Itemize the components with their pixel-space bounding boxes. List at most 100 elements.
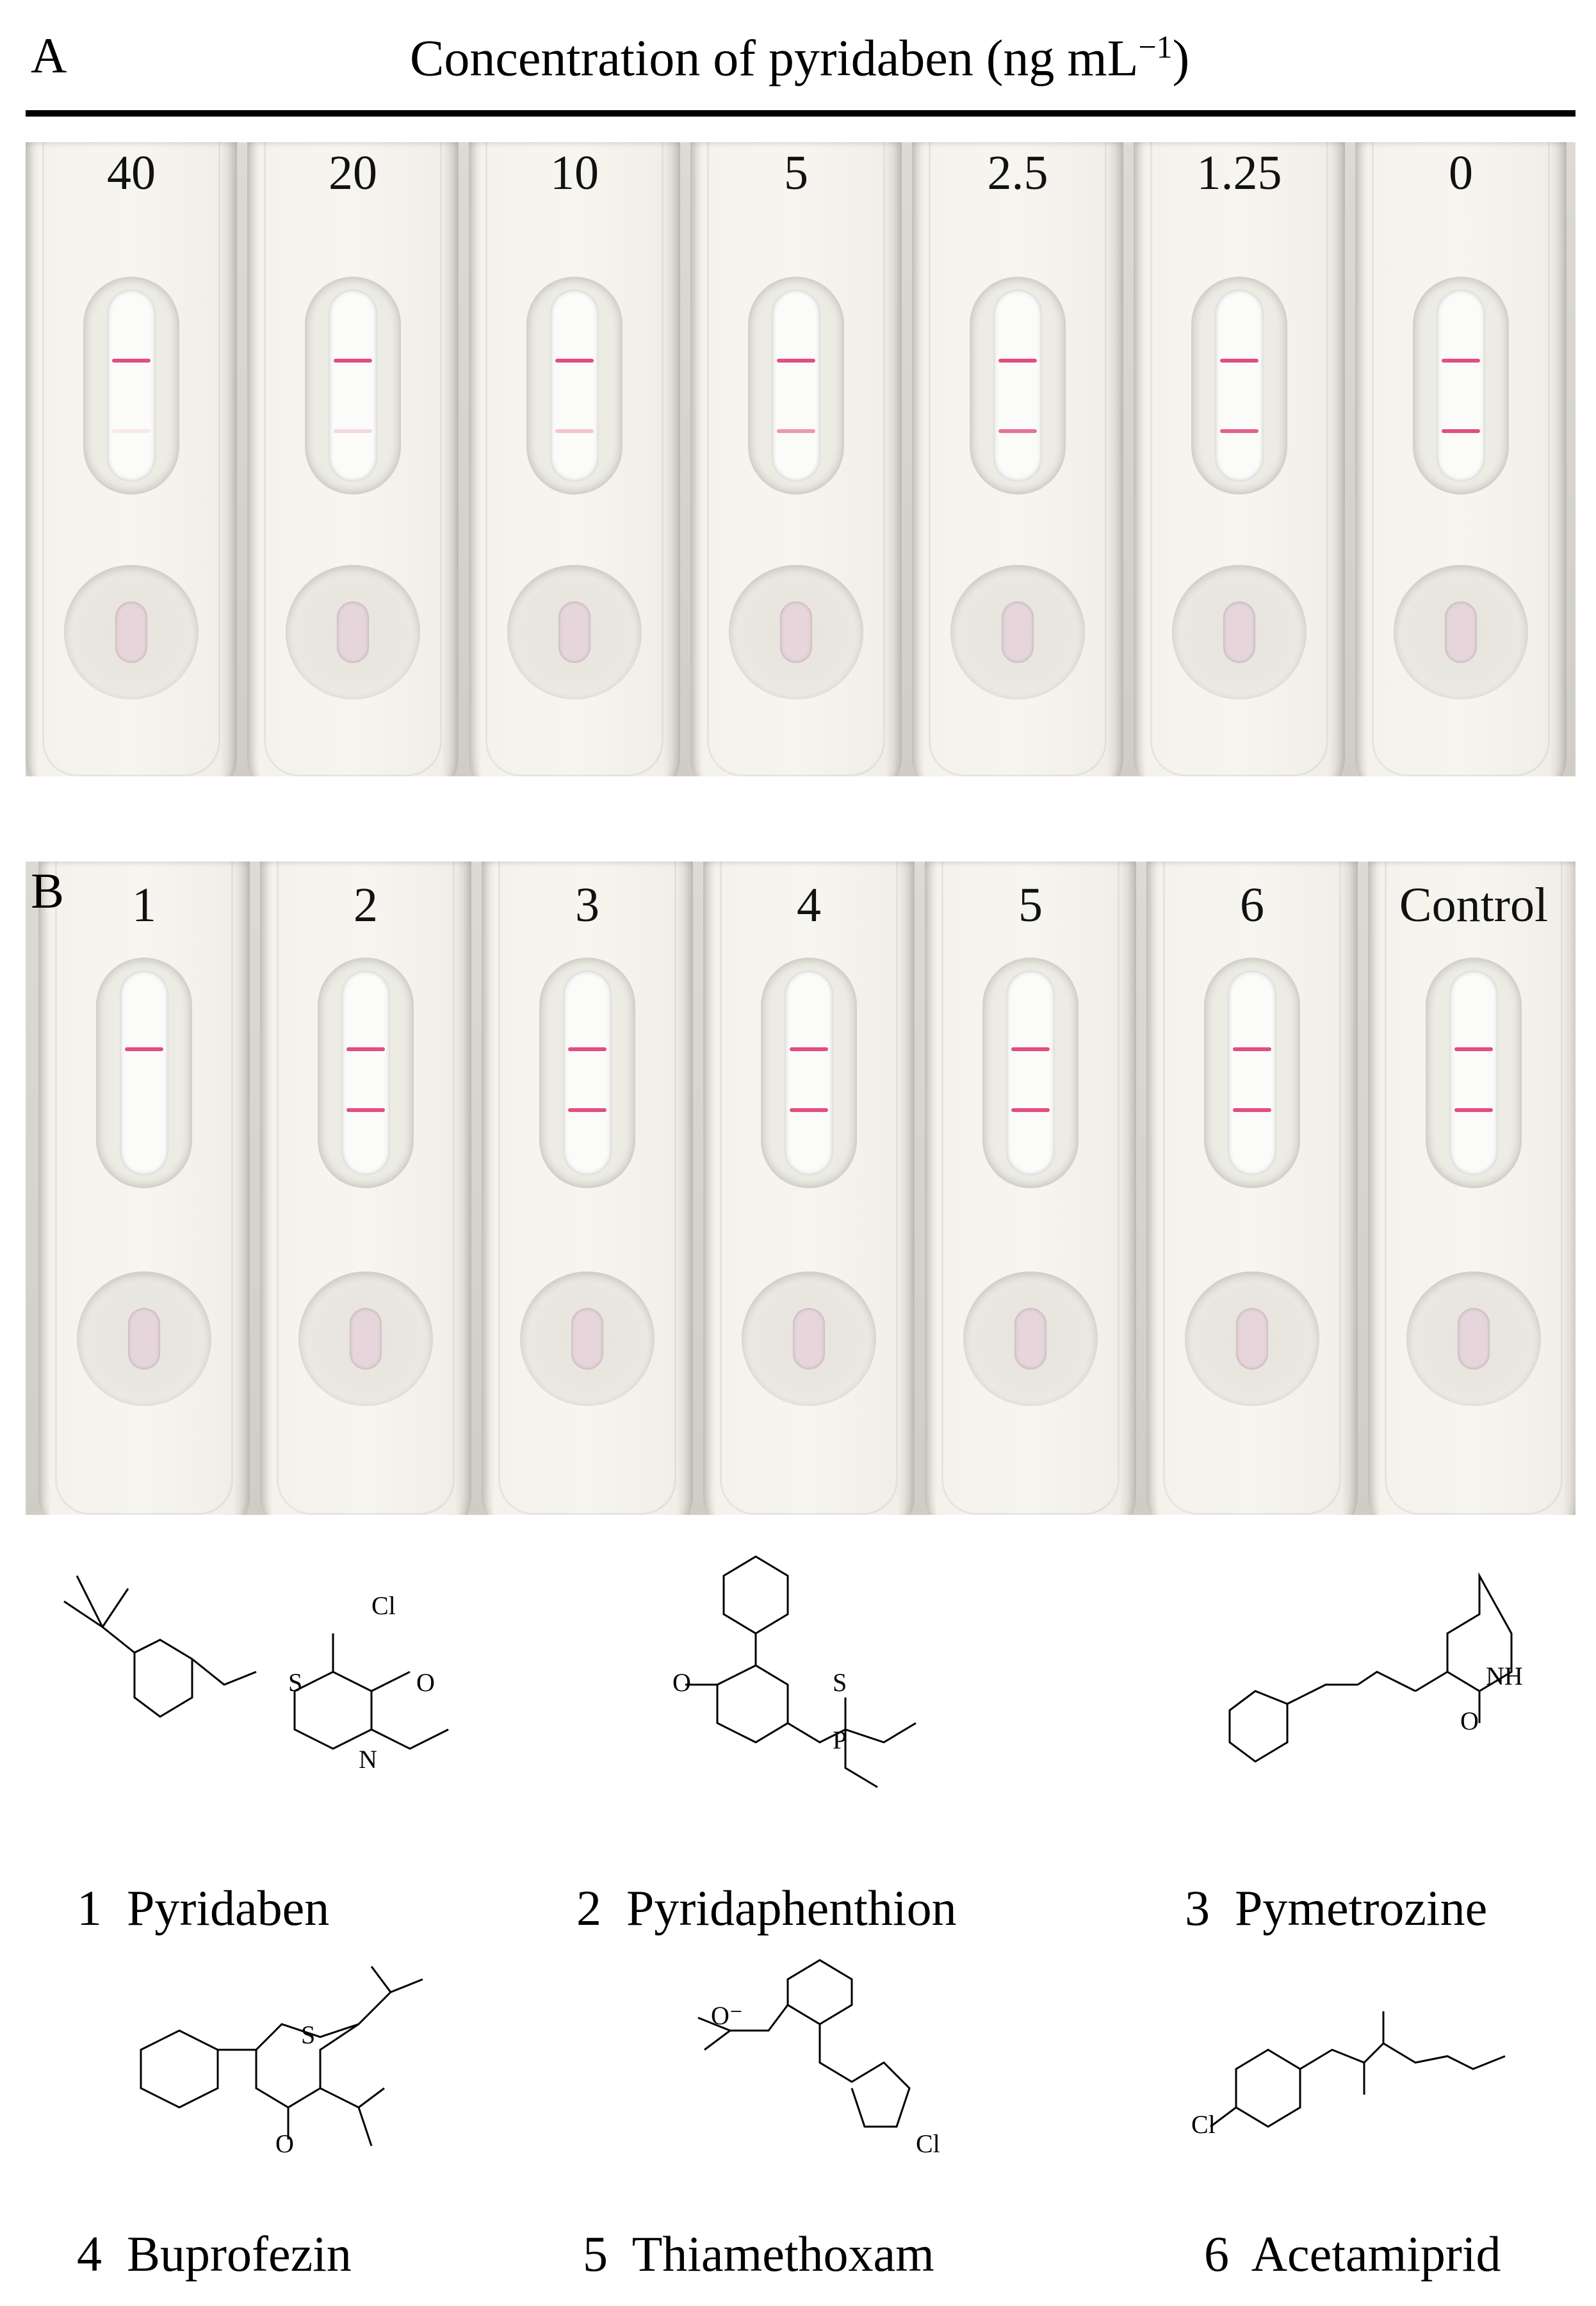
strip-rim	[55, 862, 233, 1515]
sample-pad	[1002, 601, 1034, 663]
sample-pad	[571, 1308, 603, 1370]
strip-label: 1.25	[1196, 146, 1282, 200]
result-window	[772, 290, 820, 482]
strip-rim	[264, 142, 442, 776]
test-strip: 40	[26, 142, 237, 776]
caption-2: 2 Pyridaphenthion	[576, 1880, 957, 1936]
atom-cl-1: Cl	[371, 1591, 396, 1620]
sample-pad	[1223, 601, 1255, 663]
sample-well	[507, 565, 642, 699]
test-strip: 6	[1146, 862, 1358, 1515]
result-window	[550, 290, 599, 482]
test-line	[1220, 429, 1258, 433]
panel-a-photo: 40 20 10 5 2.5 1.25 0	[26, 142, 1576, 776]
strip-label: 5	[784, 146, 808, 200]
test-line	[790, 1108, 828, 1112]
sample-pad	[115, 601, 147, 663]
atom-nh-3: NH	[1486, 1662, 1523, 1690]
strip-label: 10	[550, 146, 599, 200]
test-strip: 20	[247, 142, 459, 776]
test-strip: 1.25	[1134, 142, 1345, 776]
sample-pad	[1014, 1308, 1046, 1370]
control-line	[334, 359, 372, 363]
result-window	[1449, 970, 1498, 1175]
sample-pad	[350, 1308, 382, 1370]
test-line	[1233, 1108, 1271, 1112]
strip-rim	[707, 142, 885, 776]
control-line	[1220, 359, 1258, 363]
test-line	[1454, 1108, 1493, 1112]
control-line	[998, 359, 1037, 363]
strip-rim	[1372, 142, 1550, 776]
strip-label: 0	[1449, 146, 1473, 200]
sample-well	[286, 565, 420, 699]
strip-label: Control	[1399, 878, 1549, 932]
panel-a-title: Concentration of pyridaben (ng mL−1)	[410, 31, 1189, 85]
atom-o-2: O	[672, 1668, 691, 1697]
result-window	[120, 970, 168, 1175]
sample-pad	[558, 601, 590, 663]
test-line	[346, 1108, 385, 1112]
result-window	[993, 290, 1042, 482]
panel-a-rule	[26, 110, 1576, 117]
control-line	[568, 1047, 607, 1051]
result-window	[341, 970, 390, 1175]
strip-label: 2	[354, 878, 378, 932]
panel-a-title-superscript: −1	[1138, 29, 1173, 65]
strip-rim	[277, 862, 455, 1515]
panel-b-letter: B	[31, 863, 65, 919]
structure-buprofezin	[140, 1966, 423, 2147]
test-strip: Control	[1368, 862, 1576, 1515]
atom-o-1: O	[416, 1668, 435, 1697]
test-strip: 3	[482, 862, 693, 1515]
sample-well	[1172, 565, 1307, 699]
strip-label: 3	[575, 878, 599, 932]
sample-well	[742, 1272, 876, 1406]
control-line	[790, 1047, 828, 1051]
control-line	[1442, 359, 1480, 363]
strip-label: 20	[329, 146, 377, 200]
strip-label: 2.5	[987, 146, 1048, 200]
sample-pad	[1458, 1308, 1490, 1370]
strip-rim	[929, 142, 1107, 776]
test-line	[112, 429, 151, 433]
control-line	[1233, 1047, 1271, 1051]
caption-1: 1 Pyridaben	[77, 1880, 330, 1936]
sample-pad	[337, 601, 369, 663]
sample-well	[1394, 565, 1528, 699]
test-strip: 10	[469, 142, 680, 776]
sample-pad	[793, 1308, 825, 1370]
strip-rim	[720, 862, 898, 1515]
strip-label: 1	[132, 878, 156, 932]
test-strip: 5	[690, 142, 902, 776]
test-line	[998, 429, 1037, 433]
strip-label: 40	[107, 146, 156, 200]
test-line	[568, 1108, 607, 1112]
result-window	[563, 970, 612, 1175]
caption-5: 5 Thiamethoxam	[583, 2226, 934, 2282]
atom-s-1: S	[288, 1668, 302, 1697]
control-line	[555, 359, 594, 363]
chemical-structures: Cl S O N O P S NH O S O O⁻ Cl Cl	[63, 1555, 1523, 2158]
test-line	[334, 429, 372, 433]
control-line	[112, 359, 151, 363]
atom-p-2: P	[833, 1726, 847, 1754]
sample-well	[729, 565, 863, 699]
result-window	[107, 290, 156, 482]
sample-well	[963, 1272, 1098, 1406]
strip-label: 5	[1018, 878, 1043, 932]
test-line	[1442, 429, 1480, 433]
strip-rim	[42, 142, 220, 776]
sample-pad	[1445, 601, 1477, 663]
control-line	[1011, 1047, 1050, 1051]
atom-s-2: S	[833, 1668, 847, 1697]
test-strip: 2.5	[912, 142, 1123, 776]
result-window	[1006, 970, 1055, 1175]
test-line	[555, 429, 594, 433]
strip-rim	[941, 862, 1120, 1515]
result-window	[1228, 970, 1276, 1175]
test-strip: 5	[925, 862, 1136, 1515]
atom-n-1: N	[359, 1745, 377, 1774]
sample-well	[520, 1272, 655, 1406]
sample-well	[1406, 1272, 1541, 1406]
